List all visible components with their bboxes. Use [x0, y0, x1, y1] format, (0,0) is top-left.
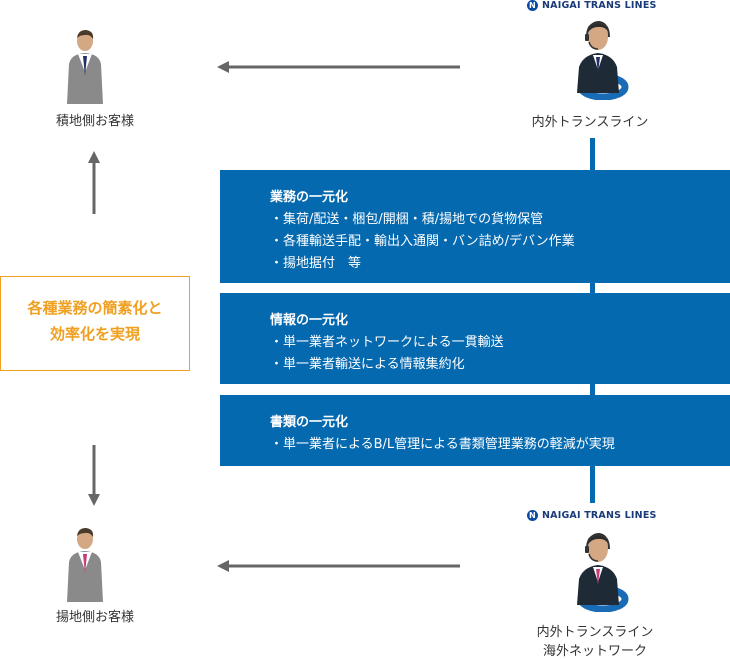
- operator-bottom-label-2: 海外ネットワーク: [542, 644, 647, 659]
- operator-bottom-label-1: 内外トランスライン: [536, 625, 654, 640]
- customer-top-label: 積地側お客様: [55, 114, 134, 129]
- benefit-line-2: 効率化を実現: [49, 325, 140, 343]
- company-logo-top: N NAIGAI TRANS LINES: [527, 0, 657, 11]
- panel-documents: 書類の一元化 ・単一業者によるB/L管理による書類管理業務の軽減が実現: [220, 395, 730, 466]
- panel-item: ・単一業者輸送による情報集約化: [270, 357, 465, 372]
- arrow-left-top: [217, 61, 460, 73]
- logo-text: NAIGAI TRANS LINES: [542, 510, 657, 521]
- panel-operations: 業務の一元化 ・集荷/配送・梱包/開梱・積/揚地での貨物保管 ・各種輸送手配・輸…: [220, 170, 730, 283]
- arrow-up: [88, 151, 100, 214]
- logo-text: NAIGAI TRANS LINES: [542, 0, 657, 11]
- customer-icon-top: [67, 30, 103, 104]
- arrow-left-bottom: [217, 560, 460, 572]
- arrow-down: [88, 445, 100, 506]
- benefit-line-1: 各種業務の簡素化と: [27, 299, 163, 317]
- panel-title: 書類の一元化: [270, 415, 349, 430]
- logo-mark-icon: N: [527, 510, 538, 521]
- operator-headset-icon: [577, 21, 629, 100]
- panel-item: ・単一業者ネットワークによる一貫輸送: [270, 335, 504, 350]
- logo-mark-icon: N: [527, 0, 538, 11]
- company-logo-bottom: N NAIGAI TRANS LINES: [527, 510, 657, 521]
- panel-item: ・各種輸送手配・輸出入通関・バン詰め/デバン作業: [270, 234, 575, 249]
- panel-item: ・集荷/配送・梱包/開梱・積/揚地での貨物保管: [270, 212, 544, 227]
- customer-icon-bottom: [67, 528, 103, 602]
- panel-title: 業務の一元化: [270, 190, 349, 205]
- benefit-box: 各種業務の簡素化と 効率化を実現: [0, 276, 190, 371]
- customer-bottom-label: 揚地側お客様: [55, 610, 134, 625]
- panel-information: 情報の一元化 ・単一業者ネットワークによる一貫輸送 ・単一業者輸送による情報集約…: [220, 293, 730, 384]
- panel-title: 情報の一元化: [270, 313, 349, 328]
- operator-headset-icon: [577, 533, 629, 612]
- operator-top-label: 内外トランスライン: [531, 115, 649, 130]
- panel-item: ・単一業者によるB/L管理による書類管理業務の軽減が実現: [270, 437, 615, 452]
- panel-item: ・揚地据付 等: [270, 256, 362, 271]
